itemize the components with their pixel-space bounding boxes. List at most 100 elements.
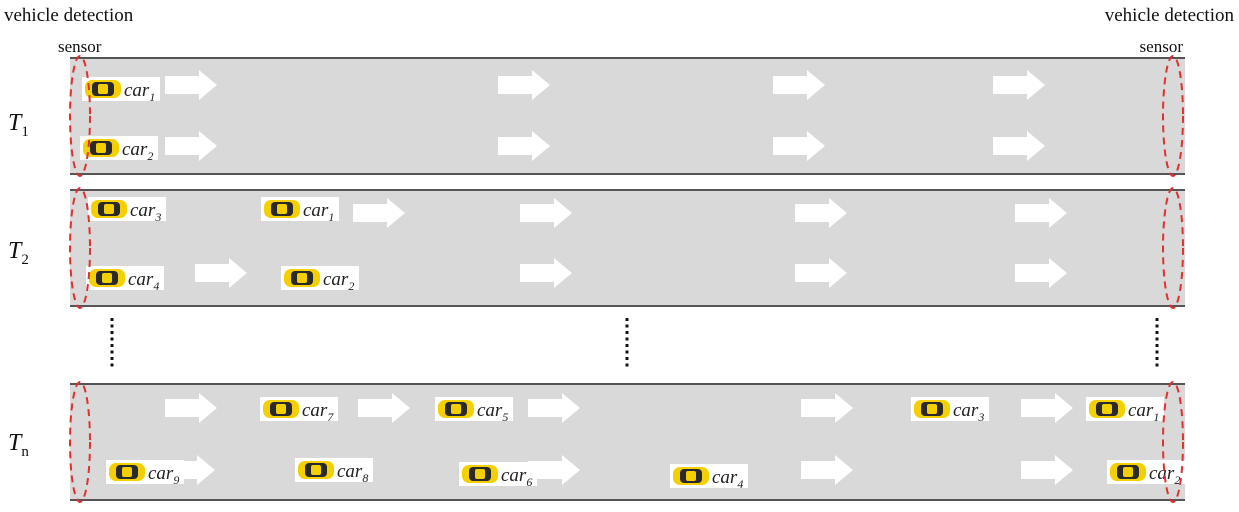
ellipsis-dot <box>1155 318 1159 321</box>
left-sensor-subtitle: sensor <box>58 37 102 56</box>
car-roof <box>98 84 108 94</box>
ellipsis-dot <box>625 318 629 321</box>
car-name: car <box>477 400 503 421</box>
car: car2 <box>80 136 158 163</box>
ellipsis-dots <box>110 318 1159 367</box>
car-label: car2 <box>323 269 354 293</box>
car-name: car <box>128 269 154 290</box>
car: car1 <box>261 197 339 224</box>
car-index: 1 <box>328 210 334 224</box>
car-roof <box>475 469 485 479</box>
direction-arrow-icon <box>498 70 550 100</box>
car-name: car <box>501 465 527 486</box>
car-label: car4 <box>128 269 159 293</box>
direction-arrow-icon <box>353 198 405 228</box>
car: car2 <box>1107 460 1185 487</box>
ellipsis-dot <box>625 357 629 360</box>
car: car7 <box>260 397 338 424</box>
ellipsis-dot <box>110 337 114 341</box>
car-roof <box>451 404 461 414</box>
ellipsis-dot <box>1155 331 1159 334</box>
car: car3 <box>88 197 166 224</box>
ellipsis-dot <box>1155 357 1159 360</box>
panel-label: T1 <box>8 110 29 140</box>
direction-arrow-icon <box>165 131 217 161</box>
ellipsis-dot <box>110 318 114 321</box>
direction-arrow-icon <box>1015 258 1067 288</box>
panel-label-sub: n <box>21 444 29 460</box>
car-roof <box>927 404 937 414</box>
car-name: car <box>337 461 363 482</box>
car-index: 5 <box>502 410 508 424</box>
ellipsis-dot <box>110 324 114 328</box>
car-label: car5 <box>477 400 508 424</box>
car-label: car6 <box>501 465 532 489</box>
car-name: car <box>953 400 979 421</box>
car-roof <box>122 467 132 477</box>
road-surface <box>70 384 1185 500</box>
car-label: car3 <box>130 200 161 224</box>
car-roof <box>311 465 321 475</box>
car-name: car <box>124 80 150 101</box>
ellipsis-dot <box>625 344 629 347</box>
car-index: 9 <box>173 473 179 487</box>
left-sensor-zone <box>69 381 91 503</box>
direction-arrow-icon <box>195 258 247 288</box>
left-sensor-zone <box>69 55 91 177</box>
car-name: car <box>1149 463 1175 484</box>
ellipsis-dot <box>110 357 114 360</box>
car-index: 1 <box>149 90 155 104</box>
car-roof <box>277 204 287 214</box>
ellipsis-dot <box>625 363 629 367</box>
ellipsis-dot <box>110 363 114 367</box>
car-label: car7 <box>302 400 334 424</box>
direction-arrow-icon <box>520 198 572 228</box>
car-roof <box>1102 404 1112 414</box>
car-roof <box>96 143 106 153</box>
direction-arrow-icon <box>993 70 1045 100</box>
ellipsis-dot <box>625 337 629 341</box>
car-label: car1 <box>124 80 155 104</box>
ellipsis-dot <box>110 344 114 347</box>
ellipsis-dot <box>1155 344 1159 347</box>
car-index: 4 <box>737 477 743 491</box>
direction-arrow-icon <box>795 198 847 228</box>
direction-arrow-icon <box>1021 455 1073 485</box>
direction-arrow-icon <box>520 258 572 288</box>
car-label: car9 <box>148 463 179 487</box>
direction-arrow-icon <box>795 258 847 288</box>
car-index: 2 <box>348 279 354 293</box>
car-name: car <box>323 269 349 290</box>
car: car2 <box>281 266 359 293</box>
car: car1 <box>1086 397 1164 424</box>
car-label: car2 <box>122 139 153 163</box>
right-sensor-title: vehicle detection <box>1105 5 1235 26</box>
car-index: 6 <box>526 475 532 489</box>
ellipsis-dot <box>1155 324 1159 328</box>
car-name: car <box>122 139 148 160</box>
car-index: 1 <box>1153 410 1159 424</box>
ellipsis-dot <box>625 331 629 334</box>
ellipsis-dot <box>110 350 114 354</box>
right-sensor-zone <box>1162 381 1184 503</box>
car-label: car2 <box>1149 463 1180 487</box>
car: car3 <box>911 397 989 424</box>
car-name: car <box>303 200 329 221</box>
left-sensor-title: vehicle detection <box>4 5 134 26</box>
panel-label-sub: 1 <box>21 124 29 140</box>
direction-arrow-icon <box>498 131 550 161</box>
car: car8 <box>295 458 373 485</box>
ellipsis-dot <box>625 324 629 328</box>
panel-label-base: T <box>8 238 23 264</box>
ellipsis-dot <box>625 350 629 354</box>
right-sensor-zone <box>1162 187 1184 309</box>
direction-arrow-icon <box>993 131 1045 161</box>
car-index: 2 <box>147 149 153 163</box>
road-surface <box>70 190 1185 306</box>
car-label: car8 <box>337 461 368 485</box>
